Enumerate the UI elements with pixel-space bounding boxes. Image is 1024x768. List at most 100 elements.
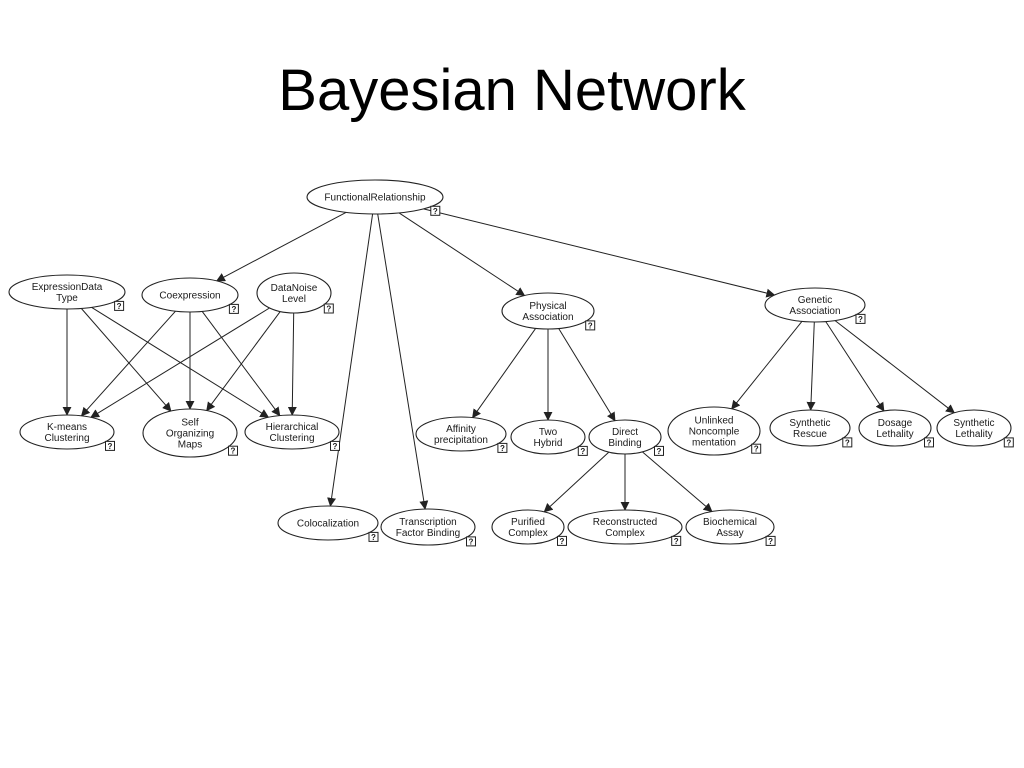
node-label-line: Complex: [508, 528, 547, 539]
edge-functional-relationship-to-coexpression: [215, 211, 347, 282]
question-box-icon[interactable]: ?: [751, 443, 762, 454]
node-label-line: Purified: [511, 517, 545, 528]
node-ellipse: [858, 409, 932, 447]
question-box-icon[interactable]: ?: [842, 437, 853, 448]
question-box-icon[interactable]: ?: [924, 437, 934, 448]
node-label-line: Lethality: [876, 429, 913, 440]
node-label-line: Rescue: [793, 429, 827, 440]
question-box-icon[interactable]: ?: [557, 535, 567, 546]
svg-text:?: ?: [560, 537, 565, 546]
node-label-line: Transcription: [399, 517, 456, 528]
svg-text:?: ?: [231, 447, 236, 456]
node-ellipse: [415, 416, 507, 452]
svg-text:?: ?: [433, 207, 438, 216]
node-label-line: Coexpression: [159, 291, 220, 302]
node-functional-relationship[interactable]: FunctionalRelationship?: [306, 179, 444, 216]
svg-text:?: ?: [333, 442, 338, 451]
edge-functional-relationship-to-transcription-factor-binding: [377, 213, 429, 510]
question-box-icon[interactable]: ?: [228, 445, 238, 456]
svg-text:?: ?: [108, 442, 113, 451]
question-box-icon[interactable]: ?: [466, 536, 476, 547]
node-label-line: Complex: [605, 528, 644, 539]
node-label-line: Hierarchical: [266, 422, 319, 433]
node-ellipse: [256, 272, 332, 314]
question-box-icon[interactable]: ?: [585, 320, 596, 331]
edge-genetic-association-to-synthetic-lethality: [834, 320, 956, 414]
node-ellipse: [8, 274, 126, 310]
node-label-line: Genetic: [798, 295, 832, 306]
node-ellipse: [667, 406, 761, 456]
svg-text:?: ?: [231, 305, 236, 314]
question-box-icon[interactable]: ?: [330, 440, 340, 451]
edge-data-noise-level-to-self-organizing-maps: [206, 311, 281, 412]
node-ellipse: [936, 409, 1012, 447]
question-box-icon[interactable]: ?: [114, 300, 125, 311]
node-ellipse: [142, 408, 238, 458]
node-ellipse: [19, 414, 115, 450]
question-box-icon[interactable]: ?: [577, 445, 588, 456]
node-ellipse: [244, 414, 340, 450]
question-box-icon[interactable]: ?: [1003, 437, 1014, 448]
question-box-icon[interactable]: ?: [368, 531, 379, 542]
node-label-line: Clustering: [269, 433, 314, 444]
svg-text:?: ?: [326, 305, 331, 314]
question-box-icon[interactable]: ?: [654, 445, 664, 456]
question-box-icon[interactable]: ?: [855, 313, 866, 324]
question-box-icon[interactable]: ?: [430, 205, 441, 216]
svg-text:?: ?: [754, 445, 759, 454]
node-label-line: mentation: [692, 438, 736, 449]
question-box-icon[interactable]: ?: [105, 440, 115, 451]
node-label-line: Noncomple: [689, 427, 740, 438]
node-coexpression[interactable]: Coexpression?: [141, 277, 239, 314]
edge-expression-data-type-to-self-organizing-maps: [81, 308, 172, 412]
question-box-icon[interactable]: ?: [497, 442, 508, 453]
node-label-line: Reconstructed: [593, 517, 657, 528]
node-ellipse: [491, 509, 565, 545]
node-label-line: Synthetic: [953, 418, 994, 429]
node-label-line: Physical: [529, 301, 566, 312]
edges-layer: [62, 208, 956, 513]
node-ellipse: [769, 409, 851, 447]
question-box-icon[interactable]: ?: [323, 303, 334, 314]
svg-text:?: ?: [845, 438, 850, 447]
node-ellipse: [588, 419, 662, 455]
node-ellipse: [567, 509, 683, 545]
svg-text:?: ?: [927, 438, 932, 447]
edge-physical-association-to-affinity-precipitation: [472, 328, 537, 419]
node-label-line: Association: [789, 306, 840, 317]
question-box-icon[interactable]: ?: [765, 535, 776, 546]
node-label-line: K-means: [47, 422, 87, 433]
node-label-line: Association: [522, 312, 573, 323]
edge-physical-association-to-direct-binding: [558, 328, 616, 422]
node-ellipse: [277, 505, 379, 541]
svg-text:?: ?: [768, 537, 773, 546]
question-box-icon[interactable]: ?: [671, 535, 682, 546]
slide-title: Bayesian Network: [278, 58, 746, 123]
node-ellipse: [764, 287, 866, 323]
edge-coexpression-to-hierarchical-clustering: [201, 311, 281, 417]
node-label-line: Two: [539, 427, 558, 438]
node-label-line: Level: [282, 294, 306, 305]
edge-genetic-association-to-dosage-lethality: [825, 321, 885, 412]
node-colocalization[interactable]: Colocalization?: [277, 505, 379, 542]
node-ellipse: [510, 419, 586, 455]
question-box-icon[interactable]: ?: [228, 303, 239, 314]
